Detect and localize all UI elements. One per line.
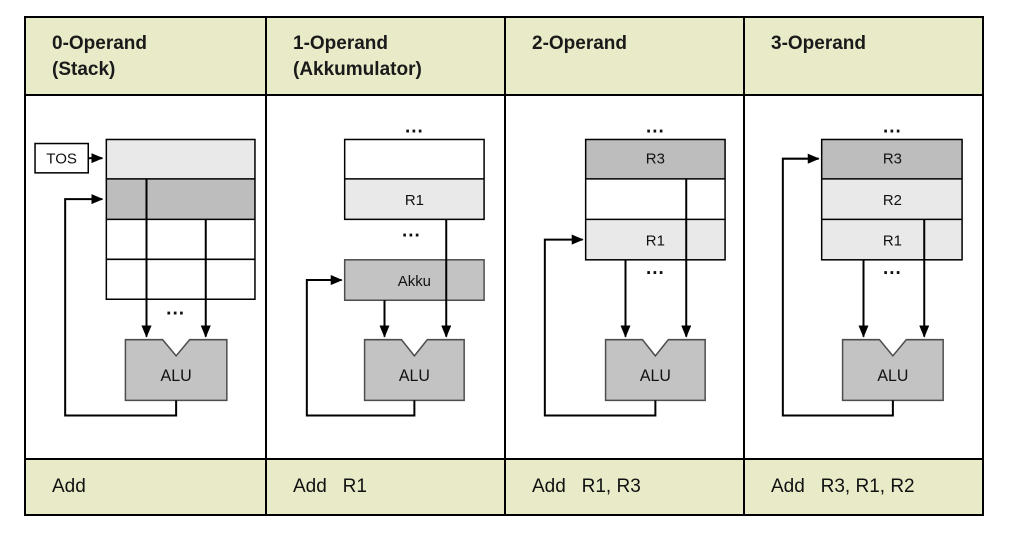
result-feedback-wire	[543, 234, 657, 417]
register-cell-r3	[585, 139, 726, 179]
alu-box	[363, 338, 465, 402]
alu-label: ALU	[640, 367, 671, 385]
instruction-example: Add R1	[267, 458, 504, 514]
register-label-r1: R1	[646, 233, 665, 250]
header-line-1: 3-Operand	[771, 33, 867, 54]
diagram-akkumulator: ... R1 ... Akku ALU	[267, 96, 504, 458]
stack-cell-second	[106, 178, 255, 220]
instruction-example: Add	[26, 458, 265, 514]
tos-label: TOS	[46, 151, 77, 168]
operand-architecture-table: 0-Operand (Stack) TOS ...	[24, 16, 984, 516]
ellipsis-middle: ...	[883, 258, 902, 279]
ellipsis-top: ...	[405, 116, 424, 137]
ellipsis-top: ...	[646, 116, 665, 137]
ellipsis-middle: ...	[646, 258, 665, 279]
ellipsis-bottom: ...	[166, 298, 185, 319]
diagram-2-operand: ... R3 R1 ... ALU	[506, 96, 743, 458]
column-2-operand: 2-Operand ... R3 R1 ... ALU	[504, 18, 743, 514]
register-cell-r1	[344, 178, 485, 220]
result-feedback-wire	[781, 153, 894, 417]
ellipsis-top: ...	[883, 116, 902, 137]
result-feedback-wire	[64, 194, 178, 417]
register-cell-r3	[821, 139, 963, 179]
diagram-3-operand: ... R3 R2 R1 ... ALU	[745, 96, 982, 458]
instruction-example: Add R1, R3	[506, 458, 743, 514]
column-1-operand: 1-Operand (Akkumulator) ... R1 ... Akku …	[265, 18, 504, 514]
register-box	[820, 138, 963, 261]
register-label-r3: R3	[646, 151, 665, 168]
instruction-example: Add R3, R1, R2	[745, 458, 982, 514]
akku-label: Akku	[398, 273, 431, 290]
header-line-1: 2-Operand	[532, 33, 628, 54]
header-line-2: (Akkumulator)	[293, 58, 422, 80]
column-3-operand: 3-Operand ... R3 R2 R1 ...	[743, 18, 982, 514]
column-header-0-operand: 0-Operand (Stack)	[26, 18, 265, 96]
tos-box	[34, 142, 90, 174]
alu-box	[604, 338, 706, 402]
register-label-r1: R1	[883, 233, 902, 250]
akku-box	[343, 259, 485, 302]
column-header-2-operand: 2-Operand	[506, 18, 743, 96]
register-label-r3: R3	[883, 151, 902, 168]
register-label-r2: R2	[883, 192, 902, 209]
alu-label: ALU	[161, 367, 192, 385]
header-line-1: 1-Operand	[293, 33, 389, 54]
column-header-3-operand: 3-Operand	[745, 18, 982, 96]
alu-label: ALU	[399, 367, 430, 385]
header-line-2: (Stack)	[52, 58, 116, 80]
alu-box	[124, 338, 228, 402]
column-header-1-operand: 1-Operand (Akkumulator)	[267, 18, 504, 96]
result-feedback-wire	[305, 274, 416, 417]
ellipsis-middle: ...	[402, 220, 421, 241]
alu-box	[841, 338, 944, 402]
register-cell-r1	[585, 219, 726, 260]
register-label-r1: R1	[405, 192, 424, 209]
diagram-stack: TOS ... ALU	[26, 96, 265, 458]
alu-label: ALU	[877, 367, 908, 385]
stack-cell-tos	[106, 139, 255, 179]
register-box	[584, 138, 726, 261]
header-line-1: 0-Operand	[52, 33, 148, 54]
column-0-operand: 0-Operand (Stack) TOS ...	[26, 18, 265, 514]
